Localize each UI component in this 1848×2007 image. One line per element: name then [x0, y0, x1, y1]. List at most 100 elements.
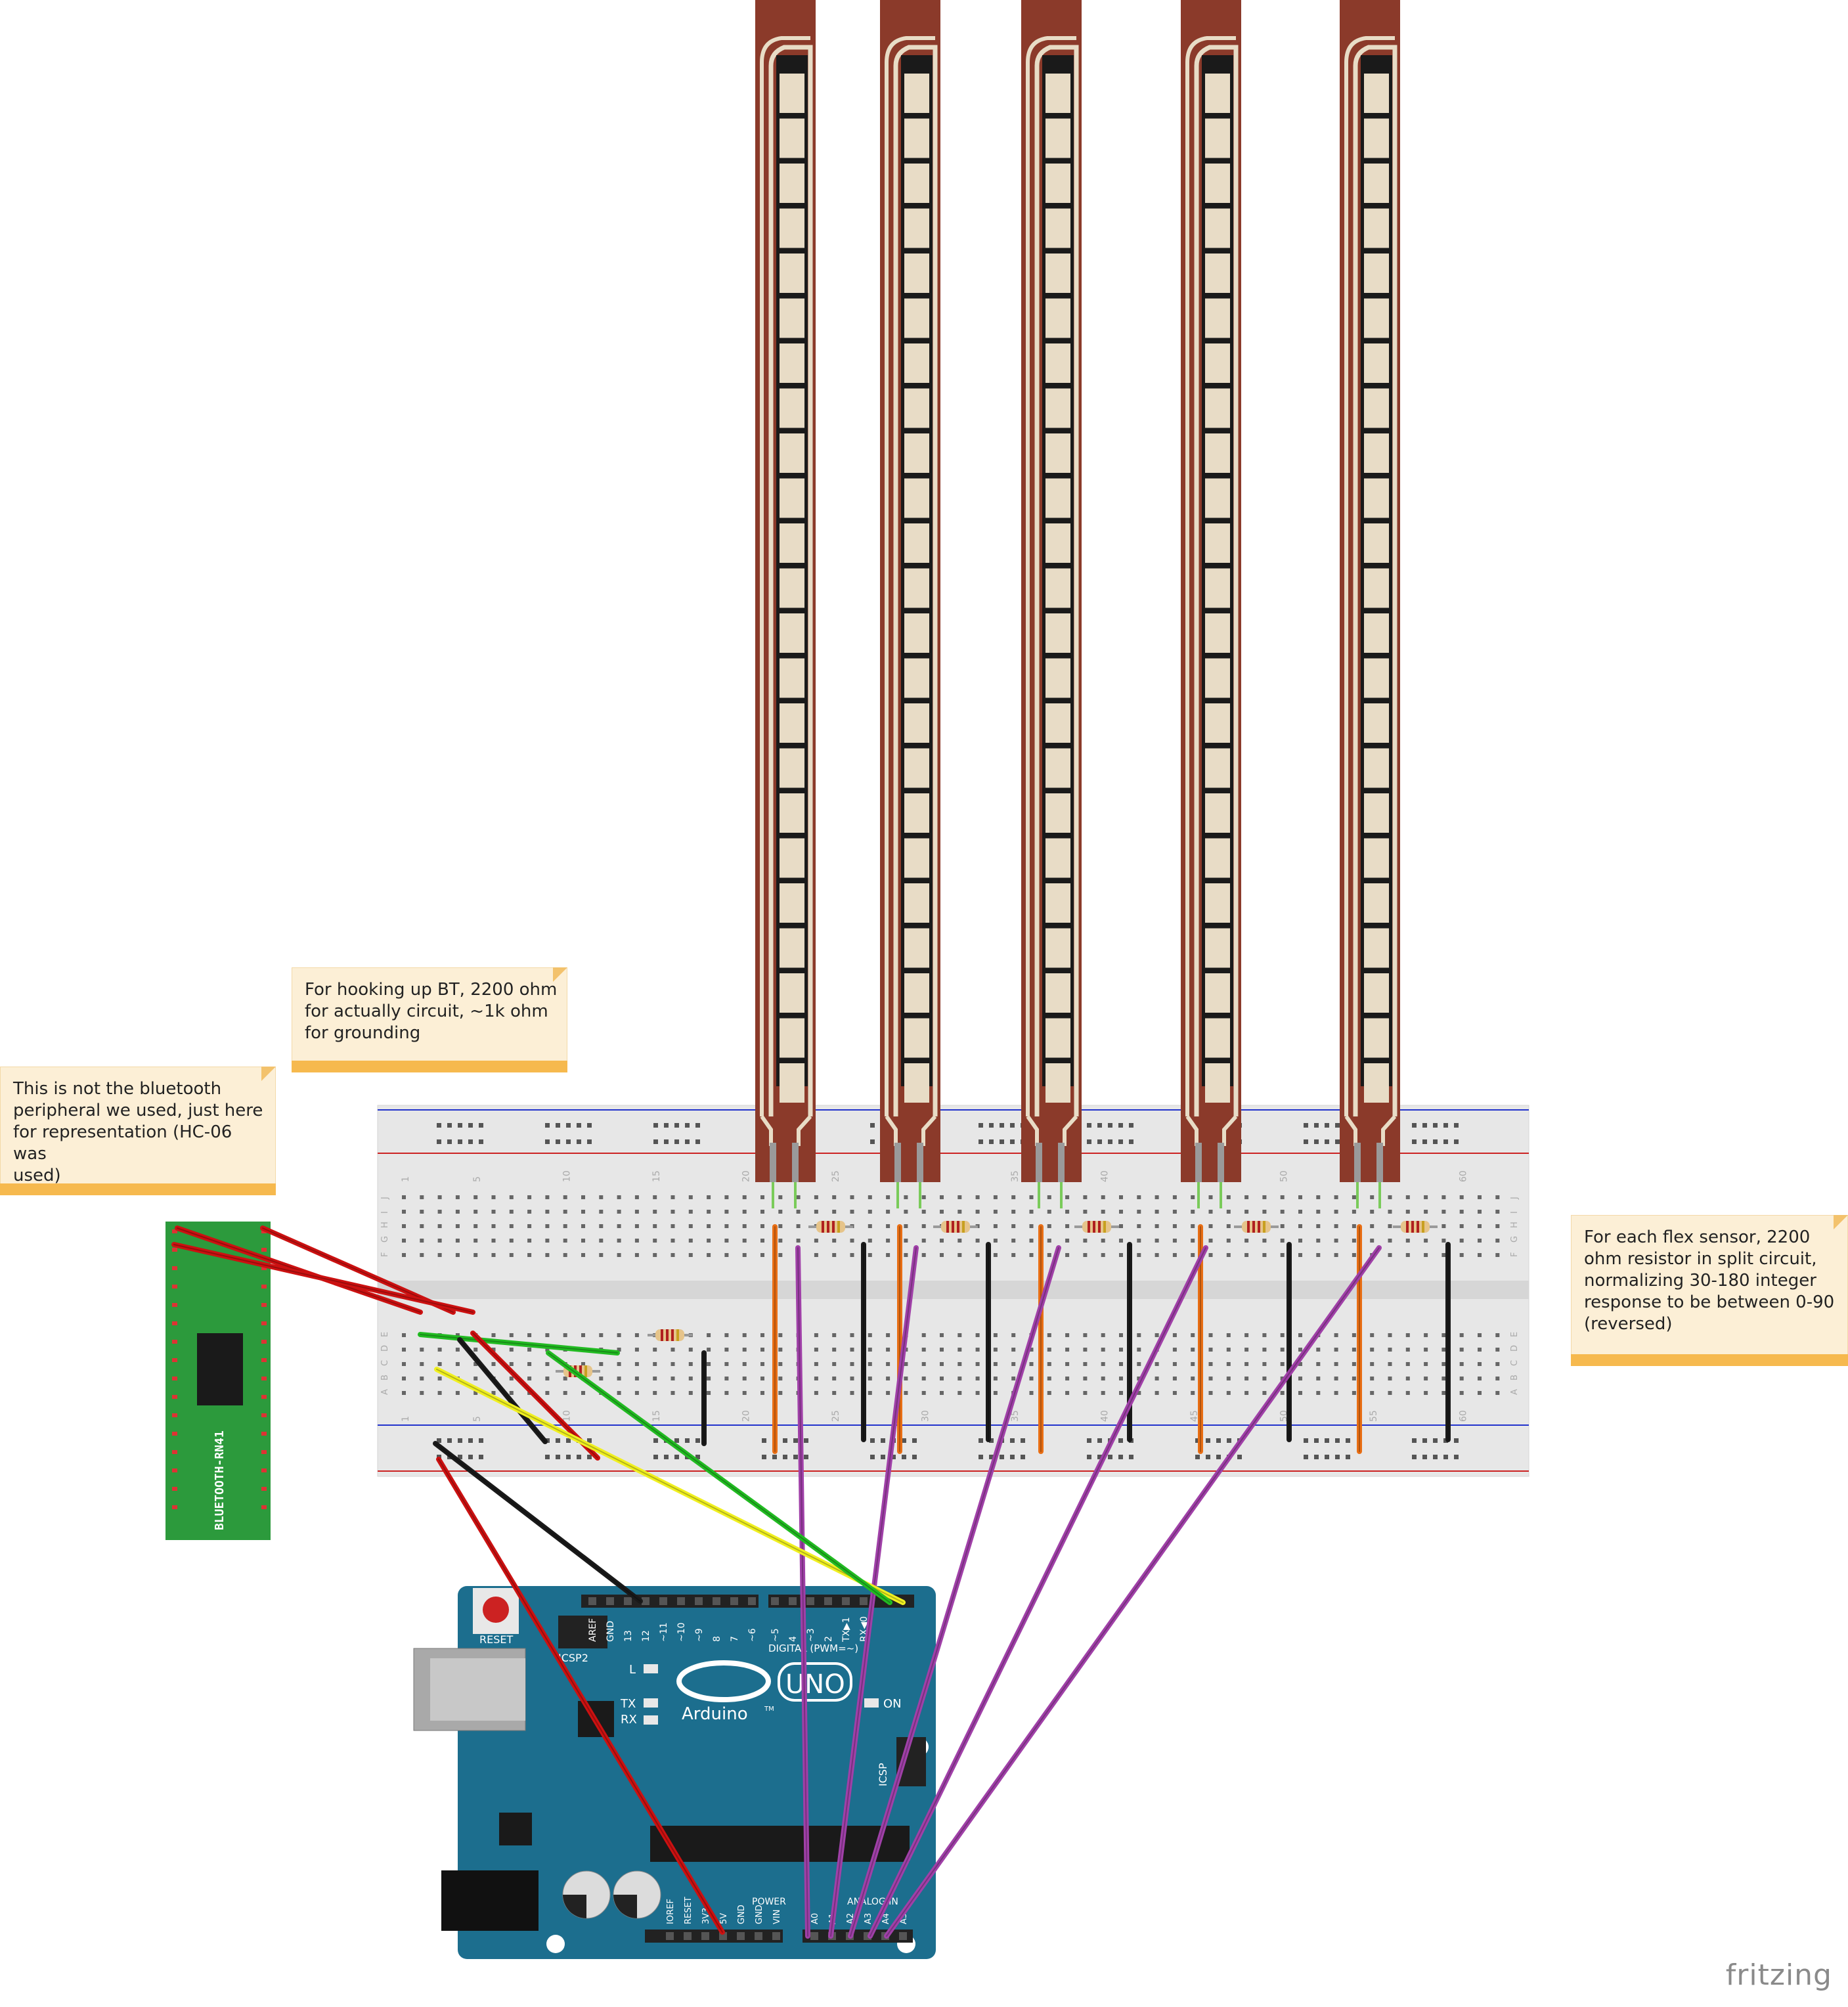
note-bar: [0, 1183, 276, 1195]
breadboard-hole: [455, 1210, 460, 1214]
breadboard-hole: [1119, 1377, 1123, 1380]
rail-hole: [1118, 1438, 1123, 1443]
rail-hole: [437, 1438, 441, 1443]
flex-sensor-segment: [1205, 748, 1230, 788]
breadboard-hole: [868, 1195, 872, 1199]
breadboard-hole: [1388, 1195, 1392, 1199]
breadboard-hole: [1334, 1253, 1338, 1257]
note-bt-hookup-text: For hooking up BT, 2200 ohm for actually…: [305, 980, 558, 1043]
breadboard-hole: [1191, 1239, 1195, 1243]
digital-pin-label: TX▶1: [841, 1617, 852, 1643]
breadboard-hole: [707, 1333, 711, 1337]
breadboard-hole: [527, 1333, 532, 1337]
breadboard-hole: [814, 1253, 818, 1257]
breadboard-hole: [671, 1253, 675, 1257]
digital-pin-label: ~5: [770, 1628, 781, 1642]
purple-wire-shade: [850, 1247, 1059, 1937]
breadboard-hole: [634, 1224, 639, 1228]
rail-hole: [1129, 1123, 1133, 1128]
breadboard-hole: [1334, 1348, 1338, 1352]
breadboard-hole: [437, 1377, 442, 1380]
bt-pad: [172, 1505, 177, 1509]
breadboard-hole: [1388, 1210, 1392, 1214]
rail-hole: [762, 1455, 766, 1459]
flex-sensor-segment: [1205, 973, 1230, 1013]
breadboard-hole: [1083, 1333, 1088, 1337]
row-letter: C: [380, 1360, 390, 1366]
flex-sensor-segment: [780, 748, 804, 788]
column-number: 1: [401, 1176, 411, 1182]
digital-pin-label: ~10: [676, 1622, 687, 1642]
column-number: 35: [1010, 1170, 1021, 1182]
breadboard-hole: [1262, 1253, 1267, 1257]
resistor: [816, 1221, 845, 1233]
breadboard-hole: [634, 1362, 639, 1366]
breadboard-hole: [1405, 1239, 1410, 1243]
breadboard-hole: [1137, 1348, 1141, 1352]
breadboard-hole: [653, 1210, 657, 1214]
breadboard-hole: [1047, 1333, 1051, 1337]
breadboard-hole: [1101, 1333, 1105, 1337]
note-flex-sensor: For each flex sensor, 2200 ohm resistor …: [1571, 1215, 1848, 1366]
breadboard-hole: [1316, 1195, 1321, 1199]
breadboard-hole: [1370, 1333, 1375, 1337]
power-header: [645, 1930, 783, 1943]
rail-hole: [1422, 1123, 1427, 1128]
breadboard-hole: [688, 1348, 693, 1352]
breadboard-hole: [634, 1377, 639, 1380]
flex-sensor-segment: [780, 973, 804, 1013]
bt-pad: [261, 1358, 267, 1362]
breadboard-hole: [653, 1253, 657, 1257]
breadboard-hole: [1280, 1224, 1285, 1228]
breadboard-hole: [1478, 1348, 1482, 1352]
breadboard-hole: [581, 1239, 585, 1243]
breadboard-hole: [1011, 1239, 1016, 1243]
bt-pad: [261, 1450, 267, 1454]
breadboard-hole: [671, 1377, 675, 1380]
breadboard-hole: [527, 1195, 532, 1199]
row-letter: C: [1510, 1360, 1520, 1366]
breadboard-hole: [1478, 1210, 1482, 1214]
digital-pin-label: 2: [824, 1636, 834, 1642]
breadboard-hole: [993, 1391, 998, 1395]
flex-sensor-segment: [904, 568, 929, 608]
flex-sensor-segment: [1364, 883, 1389, 923]
breadboard-hole: [1047, 1348, 1051, 1352]
rail-hole: [1412, 1139, 1417, 1144]
breadboard-hole: [796, 1224, 801, 1228]
rail-hole: [447, 1438, 452, 1443]
breadboard-hole: [1370, 1239, 1375, 1243]
rail-hole: [577, 1139, 581, 1144]
rail-hole: [1443, 1455, 1448, 1459]
flex-sensor-lead: [760, 1114, 812, 1146]
rail-hole: [577, 1123, 581, 1128]
rail-hole: [479, 1139, 483, 1144]
breadboard-hole: [1226, 1362, 1231, 1366]
flex-sensor-segment: [1364, 973, 1389, 1013]
rail-hole: [468, 1438, 473, 1443]
resistor-band: [1263, 1221, 1265, 1233]
rail-hole: [870, 1139, 875, 1144]
flex-sensor-segment: [1045, 928, 1070, 968]
analog-pin: [899, 1932, 907, 1940]
flex-sensor-trace: [1344, 36, 1395, 1116]
breadboard-hole: [1011, 1348, 1016, 1352]
column-number: 20: [741, 1170, 752, 1182]
row-letter: A: [380, 1389, 390, 1395]
breadboard-hole: [1495, 1362, 1500, 1366]
digital-pin-label: GND: [605, 1621, 616, 1642]
breadboard-hole: [993, 1348, 998, 1352]
usb-port-inner: [430, 1658, 525, 1721]
bt-pad: [261, 1340, 267, 1344]
rail-hole: [545, 1123, 550, 1128]
breadboard-hole: [581, 1224, 585, 1228]
breadboard-hole: [1244, 1253, 1249, 1257]
breadboard-hole: [545, 1224, 550, 1228]
rail-hole: [891, 1455, 896, 1459]
breadboard-hole: [1370, 1377, 1375, 1380]
breadboard-hole: [653, 1348, 657, 1352]
breadboard-hole: [742, 1253, 747, 1257]
rail-hole: [1087, 1455, 1091, 1459]
rail-hole: [1118, 1139, 1123, 1144]
bt-pad: [261, 1395, 267, 1399]
